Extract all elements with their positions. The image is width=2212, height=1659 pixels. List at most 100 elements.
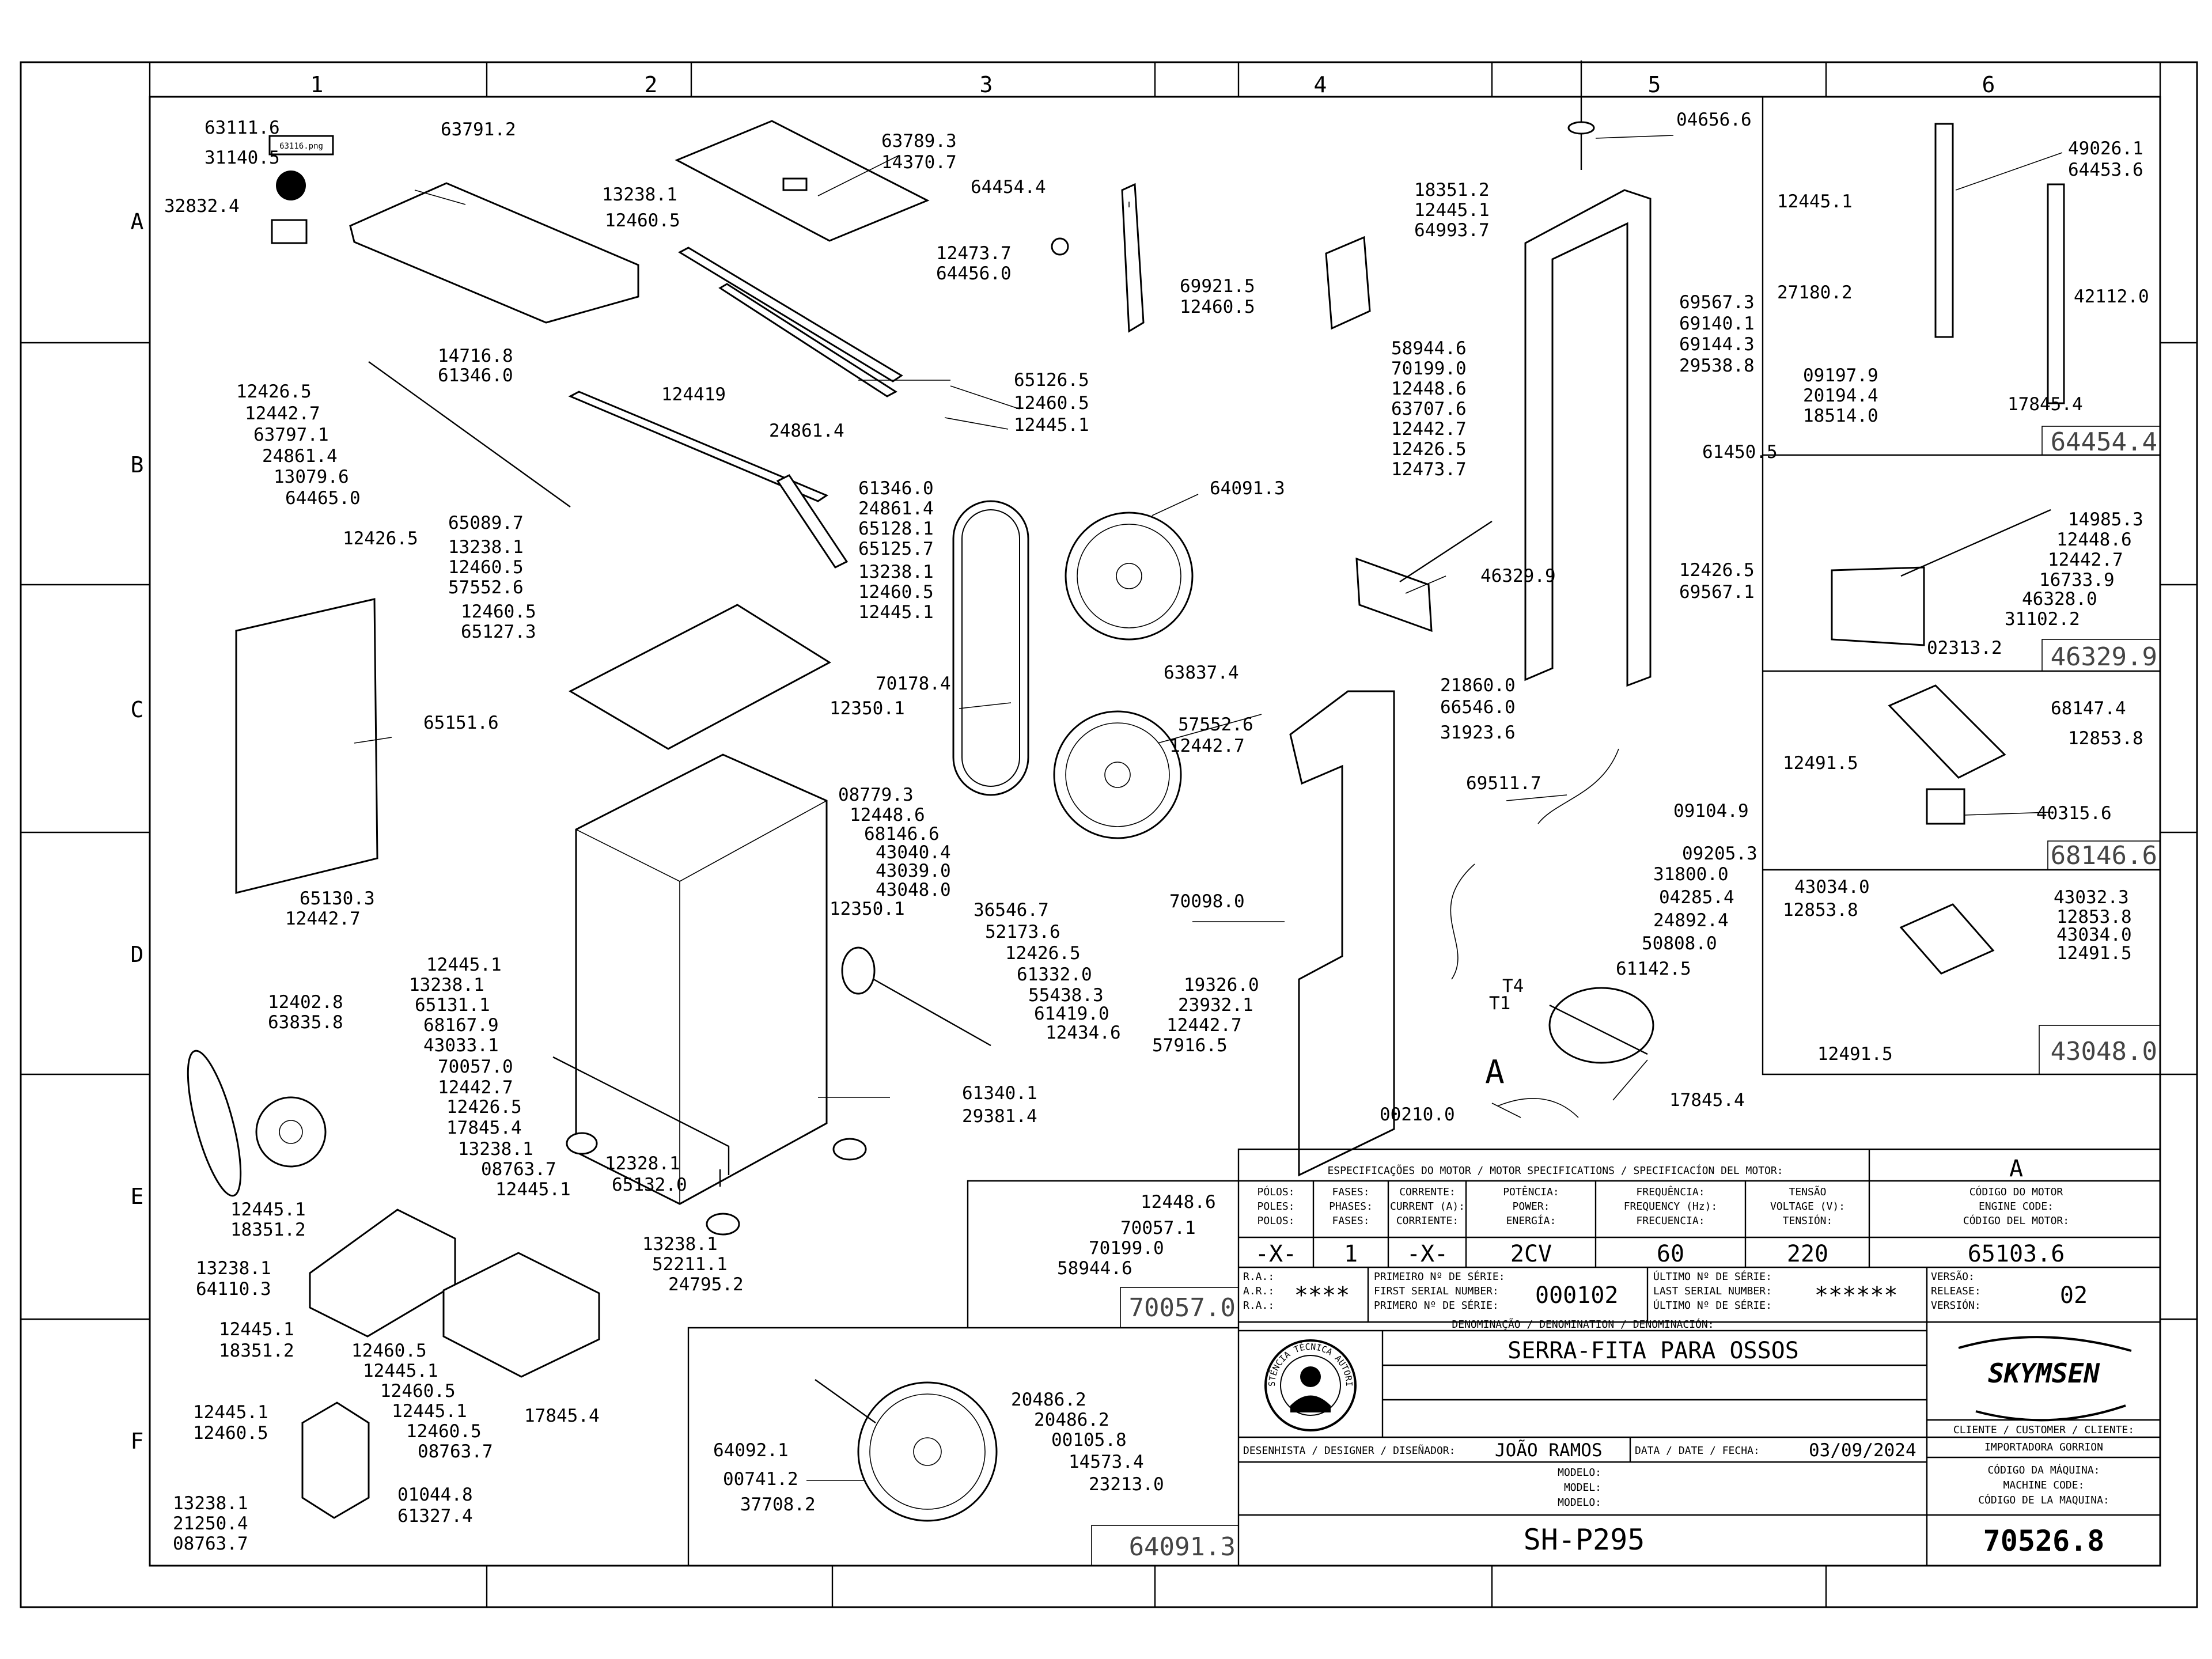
part-label: 23932.1 xyxy=(1178,995,1253,1016)
grid-col-4: 4 xyxy=(1314,72,1327,97)
ra-label: R.A.: xyxy=(1243,1300,1274,1312)
model-value: SH-P295 xyxy=(1524,1523,1645,1556)
part-label: 13238.1 xyxy=(458,1139,533,1160)
part-label: 01044.8 xyxy=(397,1484,473,1505)
first-serial-label: FIRST SERIAL NUMBER: xyxy=(1374,1285,1499,1297)
grid-row-f: F xyxy=(131,1429,144,1454)
grid-col-1: 1 xyxy=(310,72,324,97)
part-label: 12491.5 xyxy=(2056,943,2132,964)
spec-label: CORRIENTE: xyxy=(1396,1215,1459,1227)
detail-ref: 64454.4 xyxy=(2051,427,2157,457)
designer-label: DESENHISTA / DESIGNER / DISEÑADOR: xyxy=(1243,1444,1455,1457)
upper-wheel-part xyxy=(1065,512,1194,641)
part-label: 65151.6 xyxy=(423,713,499,733)
cover-tab-part xyxy=(782,177,808,191)
part-label: 65089.7 xyxy=(448,513,524,533)
part-label: 31923.6 xyxy=(1440,722,1516,743)
part-label: 65131.1 xyxy=(415,995,490,1016)
spec-label: TENSÃO xyxy=(1789,1185,1826,1198)
motor-code-value: 65103.6 xyxy=(1968,1241,2065,1267)
part-label: 69511.7 xyxy=(1466,773,1541,794)
spec-label: FREQUENCY (Hz): xyxy=(1624,1200,1718,1213)
part-label: 12426.5 xyxy=(1391,439,1467,460)
part-label: 36546.7 xyxy=(974,900,1049,921)
motor-terminal-t4: T4 xyxy=(1502,976,1524,997)
part-label: 16733.9 xyxy=(2039,570,2115,590)
part-label: 12442.7 xyxy=(285,908,361,929)
part-label: 12426.5 xyxy=(1005,943,1081,964)
part-label: 18351.2 xyxy=(230,1219,306,1240)
spec-label: FRECUENCIA: xyxy=(1636,1215,1705,1227)
part-label: 12853.8 xyxy=(2056,907,2132,927)
part-label: 14985.3 xyxy=(2068,509,2143,530)
part-label: 12442.7 xyxy=(1166,1015,1242,1036)
detail-wheel-part xyxy=(857,1381,998,1522)
part-label: 13238.1 xyxy=(409,975,484,995)
part-label: 12442.7 xyxy=(245,403,320,424)
part-label: 00105.8 xyxy=(1051,1430,1127,1450)
part-labels: 63111.6 31140.5 32832.4 63791.2 63789.3 … xyxy=(164,109,2149,1554)
part-label: 32832.4 xyxy=(164,196,240,217)
lower-wheel-part xyxy=(1053,710,1182,839)
part-label: 40315.6 xyxy=(2036,803,2112,824)
part-label: 12448.6 xyxy=(2056,529,2132,550)
side-panel-part xyxy=(235,598,378,894)
version-label: RELEASE: xyxy=(1931,1285,1981,1297)
part-drawings: 63116.png xyxy=(187,60,2065,1522)
part-label: 64993.7 xyxy=(1414,220,1490,241)
part-label: 00210.0 xyxy=(1380,1104,1455,1125)
part-label: 58944.6 xyxy=(1057,1258,1132,1279)
part-label: 24795.2 xyxy=(668,1274,744,1295)
part-label: 12442.7 xyxy=(2048,550,2123,570)
tension-bracket-part xyxy=(442,1252,600,1378)
part-label: 24861.4 xyxy=(769,421,844,441)
part-label: 64454.4 xyxy=(971,177,1046,198)
model-label: MODELO: xyxy=(1558,1467,1601,1479)
part-label: 64091.3 xyxy=(1210,478,1285,499)
first-serial-value: 000102 xyxy=(1535,1282,1619,1309)
part-label: 12426.5 xyxy=(1679,560,1755,581)
machine-code-value: 70526.8 xyxy=(1983,1524,2105,1558)
grid-row-a: A xyxy=(131,209,144,234)
part-label: 43034.0 xyxy=(1794,877,1870,897)
version-label: VERSÃO: xyxy=(1931,1270,1975,1283)
brand-name: SKYMSEN xyxy=(1988,1358,2100,1389)
part-label: 61419.0 xyxy=(1034,1003,1109,1024)
machine-code-label: CÓDIGO DA MÁQUINA: xyxy=(1987,1464,2100,1476)
push-plate-part xyxy=(1355,557,1433,632)
part-label: 58944.6 xyxy=(1391,338,1467,359)
part-label: 63111.6 xyxy=(204,118,280,138)
part-label: 61450.5 xyxy=(1702,442,1778,463)
part-label: 68167.9 xyxy=(423,1015,499,1036)
first-serial-label: PRIMEIRO Nº DE SÉRIE: xyxy=(1374,1270,1505,1283)
part-label: 14370.7 xyxy=(881,152,957,173)
part-label: 69567.3 xyxy=(1679,292,1755,313)
part-label: 12442.7 xyxy=(1169,736,1245,756)
part-label: 12445.1 xyxy=(392,1401,467,1422)
detail-ref: 70057.0 xyxy=(1129,1293,1236,1323)
part-label: 12473.7 xyxy=(936,243,1012,264)
motor-part xyxy=(1548,987,1654,1064)
part-label: 12460.5 xyxy=(448,557,524,578)
part-label: 24892.4 xyxy=(1653,910,1729,931)
model-label: MODELO: xyxy=(1558,1497,1601,1509)
motor-spec-header: ESPECIFICAÇÕES DO MOTOR / MOTOR SPECIFIC… xyxy=(1327,1164,1783,1177)
part-label: 70098.0 xyxy=(1169,891,1245,912)
part-label: 12448.6 xyxy=(1141,1192,1216,1213)
part-label: 70178.4 xyxy=(876,673,951,694)
part-label: 37708.2 xyxy=(740,1494,816,1515)
part-label: 20486.2 xyxy=(1034,1410,1109,1430)
bracket-68146-part xyxy=(1888,684,2006,779)
part-label: 00741.2 xyxy=(723,1469,798,1490)
part-label: 61346.0 xyxy=(438,365,513,386)
revision-letter: A xyxy=(2009,1156,2023,1182)
part-label: 12460.5 xyxy=(351,1340,427,1361)
date-label: DATA / DATE / FECHA: xyxy=(1635,1445,1760,1457)
part-label: 43034.0 xyxy=(2056,925,2132,945)
part-label: 12445.1 xyxy=(219,1319,294,1340)
last-serial-label: ÚLTIMO Nº DE SÉRIE: xyxy=(1653,1299,1772,1312)
spec-label: FASES: xyxy=(1332,1186,1369,1198)
part-label: 61332.0 xyxy=(1017,964,1092,985)
part-label: 61340.1 xyxy=(962,1083,1037,1104)
part-label: 43048.0 xyxy=(876,880,951,900)
